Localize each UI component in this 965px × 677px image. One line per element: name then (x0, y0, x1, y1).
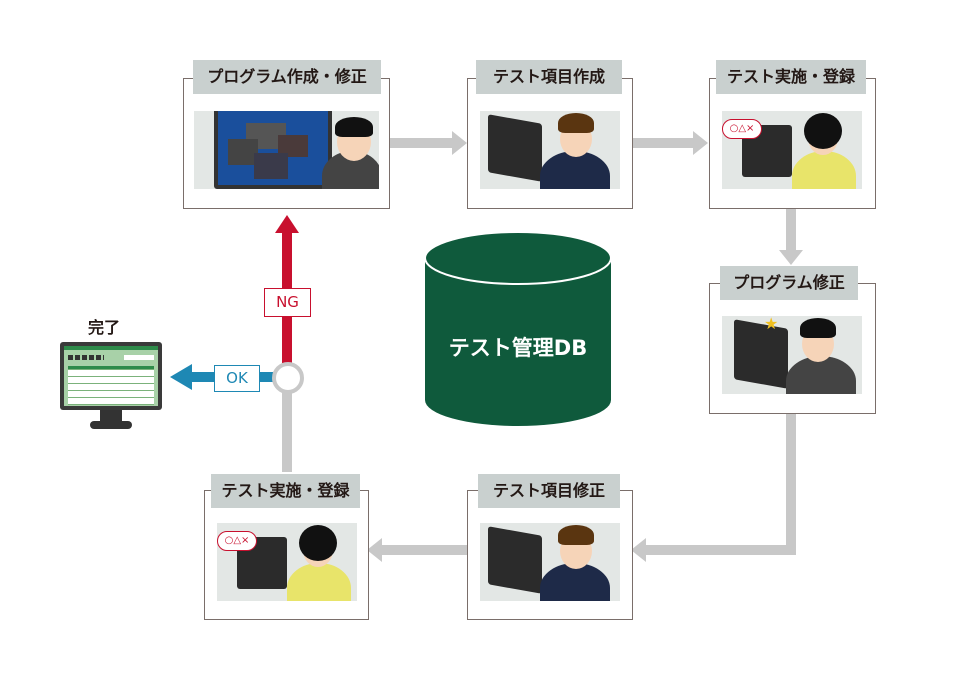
spreadsheet-monitor-icon (60, 342, 162, 410)
monitor-base (90, 421, 132, 429)
step-test-execute-register-2: ○△× (204, 490, 369, 620)
ok-arrowhead (170, 364, 192, 390)
arrowhead (779, 250, 803, 265)
step-label: テスト項目修正 (478, 474, 620, 508)
step-label: テスト項目作成 (476, 60, 622, 94)
arrowhead (693, 131, 708, 155)
database-cylinder (424, 231, 612, 426)
star-icon: ★ (764, 316, 779, 333)
monitor-stand (100, 410, 122, 422)
arrow-1-to-2 (388, 138, 454, 148)
arrow-6-to-decision (282, 390, 292, 472)
step-label: プログラム修正 (720, 266, 858, 300)
speech-bubble: ○△× (217, 531, 257, 551)
ng-arrowhead (275, 215, 299, 233)
decision-node (272, 362, 304, 394)
database-label: テスト管理DB (448, 336, 588, 360)
arrowhead (367, 538, 382, 562)
step-test-item-create (467, 78, 633, 209)
step-label: テスト実施・登録 (716, 60, 866, 94)
step-program-create (183, 78, 390, 209)
arrow-4-to-5 (786, 413, 796, 555)
ng-label: NG (264, 288, 311, 317)
step-test-item-fix (467, 490, 633, 620)
arrowhead (452, 131, 467, 155)
step-test-execute-register: ○△× (709, 78, 876, 209)
monitor-icon (214, 111, 332, 189)
arrow-2-to-3 (631, 138, 695, 148)
monitor-icon (488, 526, 542, 594)
monitor-icon (734, 319, 788, 389)
arrow-5-to-6 (382, 545, 467, 555)
ok-label: OK (214, 365, 260, 392)
step-label: テスト実施・登録 (211, 474, 360, 508)
monitor-icon (488, 114, 542, 182)
step-label: プログラム作成・修正 (193, 60, 381, 94)
complete-label: 完了 (88, 318, 121, 337)
step-program-fix: ★ (709, 283, 876, 414)
arrow-3-to-4 (786, 208, 796, 252)
speech-bubble: ○△× (722, 119, 762, 139)
arrowhead (631, 538, 646, 562)
arrow-4-to-5-horizontal (646, 545, 796, 555)
